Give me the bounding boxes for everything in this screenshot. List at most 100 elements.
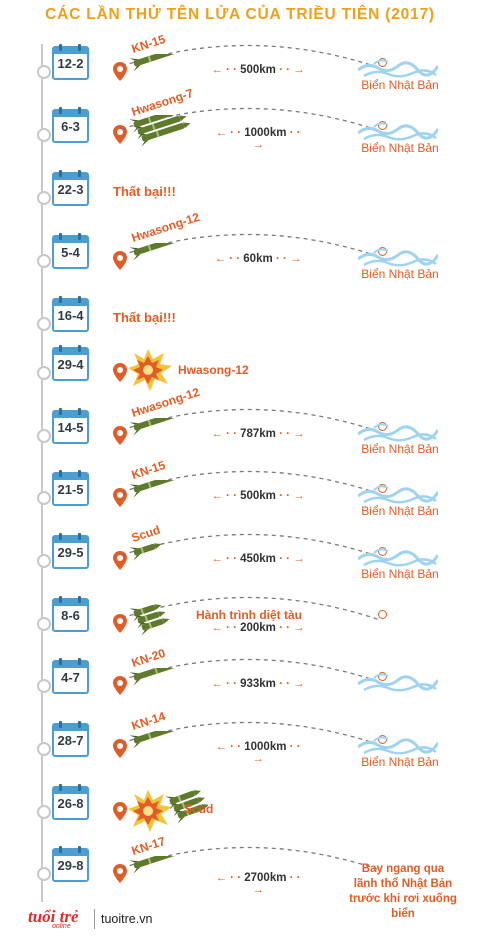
destination-label: Biển Nhật Bản [361, 567, 439, 581]
timeline-dot [37, 191, 51, 205]
page-title: CÁC LẦN THỬ TÊN LỬA CỦA TRIỀU TIÊN (2017… [45, 6, 435, 23]
calendar-icon: 12-2 [52, 44, 89, 80]
distance-value: 60km [243, 253, 273, 265]
location-pin-icon [113, 62, 127, 86]
logo-text: tuổi trẻ [28, 907, 79, 926]
missile-icon [128, 411, 220, 463]
failure-label: Thất bại!!! [113, 310, 176, 325]
calendar-header [54, 662, 87, 668]
calendar-ring [78, 784, 81, 791]
location-pin-icon [113, 614, 127, 638]
calendar-icon: 28-7 [52, 721, 89, 757]
timeline-dot [37, 65, 51, 79]
launch-date: 14-5 [57, 420, 84, 435]
failure-label: Thất bại!!! [113, 184, 176, 199]
calendar-header [54, 349, 87, 355]
double-arrow-icon: · · → [252, 741, 301, 765]
calendar-ring [78, 345, 81, 352]
missile-icon [128, 604, 220, 649]
launch-row: 22-3 Thất bại!!! [0, 170, 480, 230]
double-arrow-icon: ← · · [215, 127, 245, 139]
calendar-icon: 6-3 [52, 107, 89, 143]
note-line: trước khi rơi xuống biển [349, 893, 457, 920]
calendar-ring [59, 658, 62, 665]
launch-date: 21-5 [57, 482, 84, 497]
logo-sub: online [52, 923, 71, 930]
distance-value: 787km [240, 428, 276, 440]
calendar-ring [59, 107, 62, 114]
calendar-icon: 21-5 [52, 470, 89, 506]
destination-marker [378, 610, 387, 619]
calendar-header [54, 174, 87, 180]
calendar-ring [78, 846, 81, 853]
launch-date: 6-3 [61, 119, 80, 134]
launch-row: 29-8 KN-17← · · 2700km · · →Bay ngang qu… [0, 834, 480, 920]
destination-label: Biển Nhật Bản [361, 755, 439, 769]
timeline-dot [37, 867, 51, 881]
calendar-icon: 22-3 [52, 170, 89, 206]
timeline-dot [37, 429, 51, 443]
location-pin-icon [113, 125, 127, 149]
location-pin-icon [113, 488, 127, 512]
calendar-icon: 29-5 [52, 533, 89, 569]
missile-icon [128, 473, 220, 525]
location-pin-icon [113, 251, 127, 275]
calendar-icon: 26-8 [52, 784, 89, 820]
double-arrow-icon: ← · · [211, 678, 241, 690]
launch-row: 6-3 Hwasong-7← · · 1000km · · → Biển Nhậ… [0, 86, 480, 167]
calendar-header [54, 600, 87, 606]
location-pin-icon [113, 363, 127, 387]
launch-date: 29-5 [57, 545, 84, 560]
distance-value: 1000km [244, 741, 287, 753]
calendar-header [54, 725, 87, 731]
missile-icon [128, 543, 220, 588]
calendar-icon: 4-7 [52, 658, 89, 694]
timeline-dot [37, 742, 51, 756]
distance-value: 450km [240, 553, 276, 565]
calendar-header [54, 48, 87, 54]
double-arrow-icon: · · → [252, 872, 301, 896]
calendar-ring [78, 408, 81, 415]
launch-date: 29-8 [57, 858, 84, 873]
calendar-header [54, 300, 87, 306]
double-arrow-icon: ← · · [214, 253, 244, 265]
double-arrow-icon: · · → [275, 678, 305, 690]
location-pin-icon [113, 864, 127, 888]
double-arrow-icon: ← · · [215, 741, 245, 753]
calendar-header [54, 412, 87, 418]
calendar-icon: 16-4 [52, 296, 89, 332]
calendar-icon: 5-4 [52, 233, 89, 269]
timeline-dot [37, 617, 51, 631]
launch-row: 5-4 Hwasong-12← · · 60km · · → Biển Nhật… [0, 210, 480, 293]
sea-wave-icon [357, 545, 440, 574]
timeline-dot [37, 491, 51, 505]
distance-value: 2700km [244, 872, 287, 884]
calendar-ring [78, 170, 81, 177]
calendar-ring [78, 596, 81, 603]
calendar-ring [78, 44, 81, 51]
launch-date: 4-7 [61, 670, 80, 685]
missile-icon [128, 724, 220, 776]
launch-date: 26-8 [57, 796, 84, 811]
distance-value: 500km [240, 64, 276, 76]
explosion-icon [128, 349, 172, 396]
sea-wave-icon [357, 482, 440, 511]
missile-icon [128, 236, 220, 288]
destination-marker [378, 247, 387, 256]
launch-row: 14-5 Hwasong-12← · · 787km · · → Biển Nh… [0, 385, 480, 468]
double-arrow-icon: · · → [252, 127, 301, 151]
calendar-header [54, 788, 87, 794]
destination-marker [378, 672, 387, 681]
site-url[interactable]: tuoitre.vn [101, 912, 153, 926]
timeline-dot [37, 679, 51, 693]
launch-date: 5-4 [61, 245, 80, 260]
calendar-ring [59, 296, 62, 303]
double-arrow-icon: ← · · [211, 490, 241, 502]
calendar-ring [59, 721, 62, 728]
calendar-ring [78, 107, 81, 114]
calendar-icon: 29-4 [52, 345, 89, 381]
calendar-ring [78, 721, 81, 728]
calendar-icon: 8-6 [52, 596, 89, 632]
calendar-ring [59, 233, 62, 240]
